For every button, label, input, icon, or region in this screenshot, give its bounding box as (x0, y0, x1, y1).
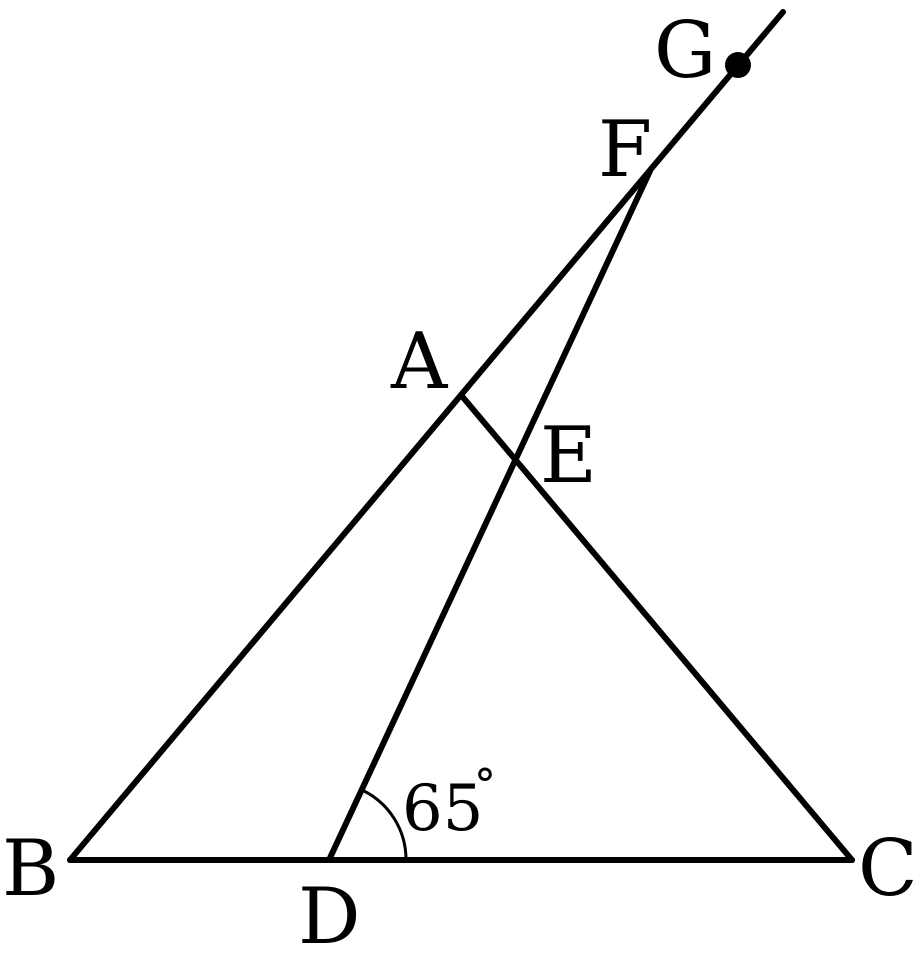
segment-ba-extended-to-g (67, 9, 786, 863)
label-f: F (598, 105, 652, 195)
label-c: C (858, 824, 918, 914)
label-e: E (540, 411, 597, 501)
label-b: B (2, 824, 59, 914)
angle-arc-d (361, 788, 408, 861)
label-a: A (390, 317, 449, 407)
label-g: G (654, 6, 716, 96)
point-g-dot (725, 52, 751, 78)
segment-ac (458, 392, 855, 863)
segment-df (326, 168, 653, 863)
angle-degree-symbol: ° (474, 760, 496, 811)
label-d: D (298, 872, 361, 962)
angle-value: 65 (402, 772, 483, 846)
